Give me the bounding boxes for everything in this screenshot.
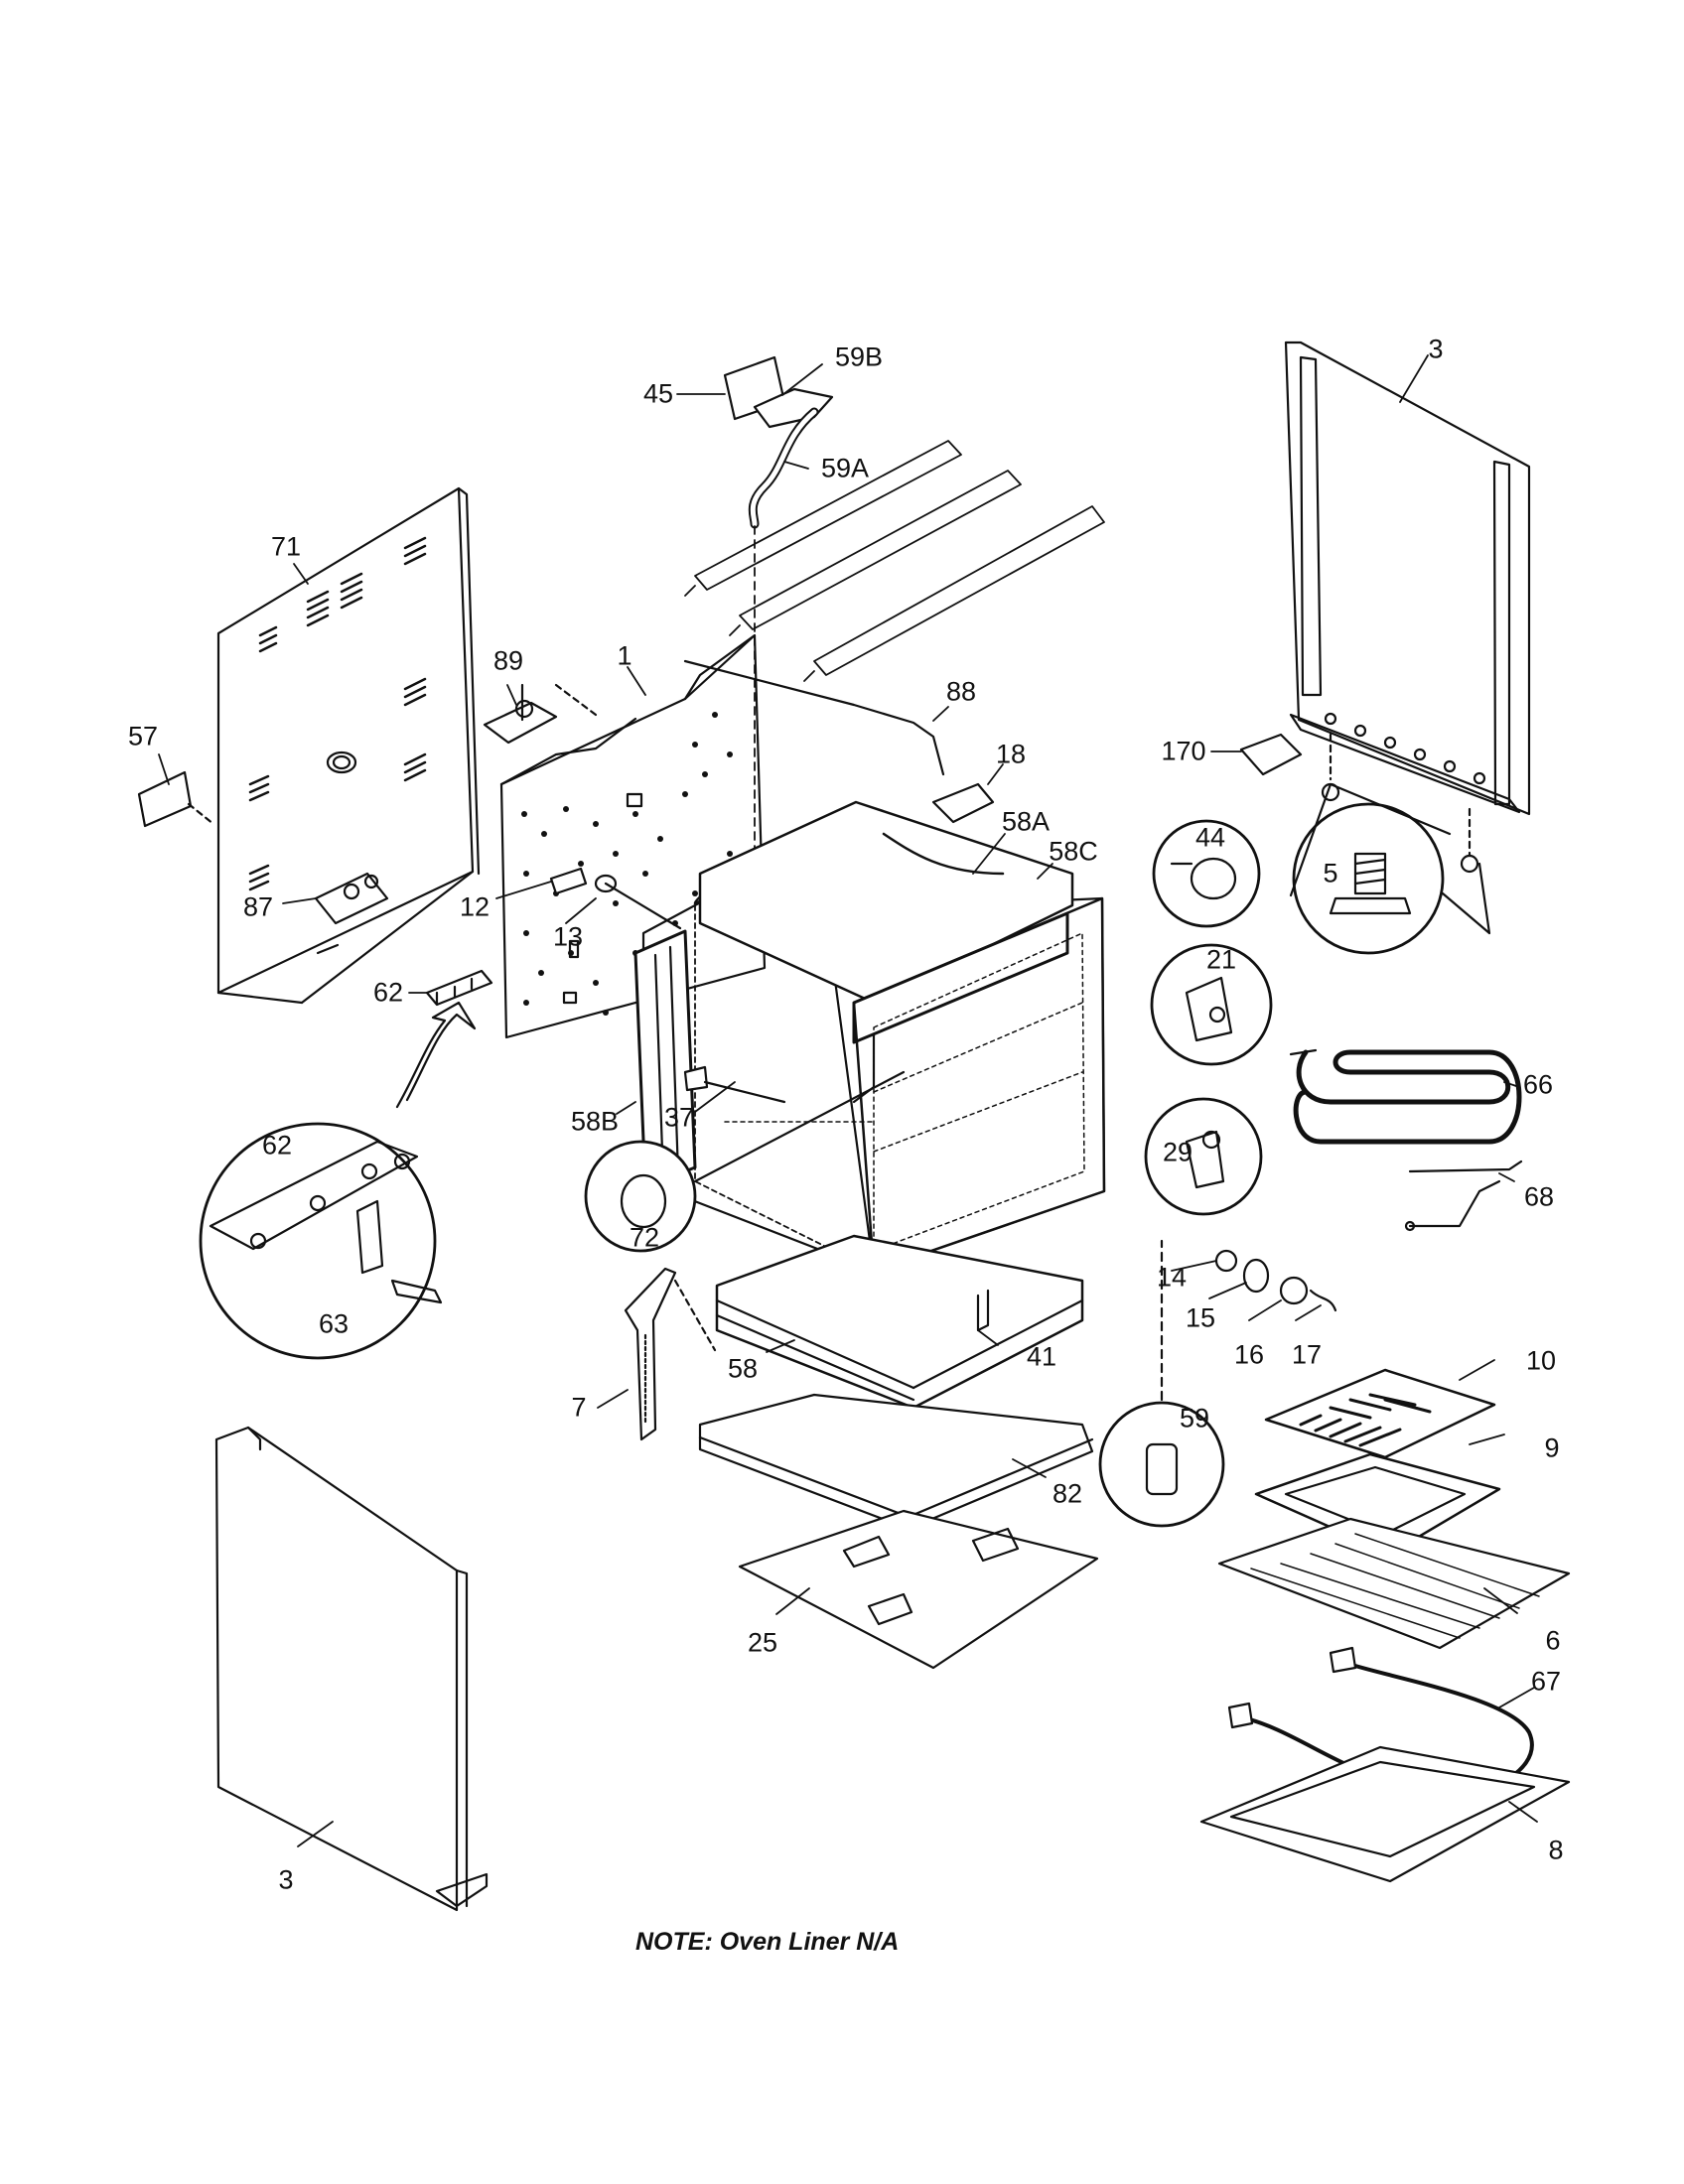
callout-17: 17 <box>1291 1339 1323 1370</box>
callout-63: 63 <box>318 1308 350 1339</box>
callout-62-detail: 62 <box>261 1130 293 1160</box>
insulation-58a <box>633 800 1074 1189</box>
plate-57 <box>137 770 215 828</box>
callout-68: 68 <box>1523 1181 1555 1212</box>
callout-10: 10 <box>1525 1345 1557 1376</box>
callout-29: 29 <box>1162 1137 1193 1167</box>
light-assembly <box>1214 1249 1337 1312</box>
callout-5: 5 <box>1323 858 1338 888</box>
manifold-panel-1 <box>499 633 767 1039</box>
detail-circle-44 <box>1152 819 1261 928</box>
detail-circle-21 <box>1150 943 1273 1066</box>
rear-panel-71 <box>216 486 481 1005</box>
callout-8: 8 <box>1548 1835 1564 1865</box>
callout-59b: 59B <box>834 341 884 372</box>
callout-3-top: 3 <box>1428 334 1444 364</box>
shield-82 <box>698 1393 1094 1531</box>
callout-21: 21 <box>1205 944 1237 975</box>
note-text: NOTE: Oven Liner N/A <box>635 1928 900 1956</box>
callout-18: 18 <box>995 739 1027 769</box>
callout-16: 16 <box>1233 1339 1265 1370</box>
bracket-170 <box>1239 733 1479 874</box>
callout-12: 12 <box>459 891 491 922</box>
callout-170: 170 <box>1161 736 1206 766</box>
callout-6: 6 <box>1545 1625 1561 1656</box>
callout-59: 59 <box>1179 1403 1210 1433</box>
side-panel-3-left <box>214 1426 489 1912</box>
callout-82: 82 <box>1052 1478 1083 1509</box>
detail-circle-59 <box>1098 1239 1225 1528</box>
oven-front-frame <box>724 896 1106 1273</box>
wire-68 <box>1404 1179 1501 1232</box>
callout-72: 72 <box>629 1222 660 1253</box>
detail-circle-29 <box>1144 1097 1263 1216</box>
callout-44: 44 <box>1194 822 1226 853</box>
callout-71: 71 <box>270 531 302 562</box>
detail-circle-72 <box>584 1070 906 1253</box>
callout-88: 88 <box>945 676 977 707</box>
bracket-89 <box>483 683 598 745</box>
callout-58b: 58B <box>570 1106 620 1137</box>
callout-57: 57 <box>127 721 159 751</box>
callout-58c: 58C <box>1049 836 1098 867</box>
rod-88 <box>683 659 995 824</box>
callout-1: 1 <box>617 640 632 671</box>
callout-25: 25 <box>747 1627 778 1658</box>
callout-87: 87 <box>242 891 274 922</box>
grid-10 <box>1264 1368 1496 1459</box>
gas-tube-59a <box>723 355 834 914</box>
side-panel-3-right <box>1284 341 1531 816</box>
callout-9: 9 <box>1544 1433 1560 1463</box>
callout-58: 58 <box>727 1353 759 1384</box>
callout-59a: 59A <box>820 453 870 483</box>
rack-6 <box>1217 1517 1571 1650</box>
callout-62: 62 <box>372 977 404 1008</box>
hinge-7 <box>624 1267 717 1441</box>
bar-62 <box>425 969 493 1007</box>
callout-89: 89 <box>492 645 524 676</box>
callout-15: 15 <box>1185 1302 1216 1333</box>
callout-66: 66 <box>1522 1069 1554 1100</box>
plate-25 <box>738 1509 1099 1670</box>
leader-lines <box>158 354 1538 1847</box>
callout-58a: 58A <box>1001 806 1051 837</box>
callout-67: 67 <box>1530 1666 1562 1697</box>
detail-circle-62 <box>199 1001 477 1360</box>
callout-13: 13 <box>552 921 584 952</box>
valve-12 <box>549 867 682 930</box>
callout-45: 45 <box>642 378 674 409</box>
oven-floor-58 <box>715 1234 1084 1410</box>
callout-41: 41 <box>1026 1341 1057 1372</box>
top-rails <box>684 440 1105 682</box>
callout-37: 37 <box>663 1102 695 1133</box>
tray-8 <box>1199 1745 1571 1883</box>
callout-7: 7 <box>571 1392 587 1423</box>
broil-element-66 <box>1289 1048 1523 1173</box>
callout-14: 14 <box>1156 1262 1188 1293</box>
callout-3-bottom: 3 <box>278 1864 294 1895</box>
strip-37 <box>683 1065 786 1104</box>
detail-circle-5 <box>1289 782 1491 955</box>
